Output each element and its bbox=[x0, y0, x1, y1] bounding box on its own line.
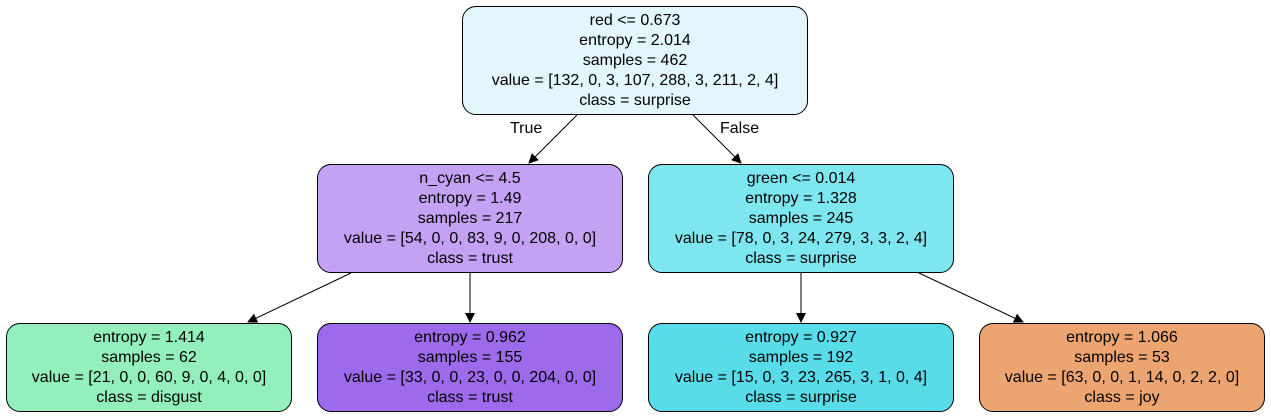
node-line: entropy = 1.49 bbox=[418, 189, 522, 207]
node-line: value = [63, 0, 0, 1, 14, 0, 2, 2, 0] bbox=[1004, 368, 1240, 386]
node-line: entropy = 1.328 bbox=[745, 189, 857, 207]
tree-node-n2: green <= 0.014 entropy = 1.328 samples = 2… bbox=[648, 164, 954, 273]
node-line: samples = 245 bbox=[748, 209, 854, 227]
edge-label-true: True bbox=[510, 120, 543, 137]
node-line: samples = 62 bbox=[101, 348, 197, 366]
tree-node-n0: red <= 0.673 entropy = 2.014 samples = 462… bbox=[462, 6, 808, 115]
node-line: entropy = 2.014 bbox=[579, 31, 691, 49]
node-line: class = surprise bbox=[579, 91, 691, 109]
tree-node-n1: n_cyan <= 4.5 entropy = 1.49 samples = 217… bbox=[317, 164, 623, 273]
edge-n2-n6 bbox=[918, 272, 1024, 323]
edge-n0-n1 bbox=[528, 114, 578, 164]
node-line: class = disgust bbox=[96, 388, 202, 406]
node-line: entropy = 1.414 bbox=[93, 328, 205, 346]
node-line: class = surprise bbox=[745, 388, 857, 406]
tree-node-n3: entropy = 1.414 samples = 62 value = [21, … bbox=[6, 323, 292, 412]
edge-label-false: False bbox=[720, 120, 760, 137]
node-line: class = joy bbox=[1084, 388, 1160, 406]
node-line: entropy = 0.927 bbox=[745, 328, 857, 346]
node-line: value = [15, 0, 3, 23, 265, 3, 1, 0, 4] bbox=[674, 368, 928, 386]
edge-n0-n2 bbox=[692, 114, 742, 164]
node-line: class = trust bbox=[427, 388, 513, 406]
node-line: value = [33, 0, 0, 23, 0, 0, 204, 0, 0] bbox=[343, 368, 597, 386]
node-line: value = [54, 0, 0, 83, 9, 0, 208, 0, 0] bbox=[343, 229, 597, 247]
node-line: entropy = 0.962 bbox=[414, 328, 526, 346]
node-line: green <= 0.014 bbox=[746, 169, 856, 187]
node-line: samples = 217 bbox=[417, 209, 523, 227]
tree-node-n4: entropy = 0.962 samples = 155 value = [33,… bbox=[317, 323, 623, 412]
node-line: samples = 462 bbox=[582, 51, 688, 69]
edge-n1-n3 bbox=[247, 272, 352, 323]
tree-node-n5: entropy = 0.927 samples = 192 value = [15,… bbox=[648, 323, 954, 412]
node-line: n_cyan <= 4.5 bbox=[419, 169, 521, 187]
node-line: samples = 192 bbox=[748, 348, 854, 366]
node-line: value = [132, 0, 3, 107, 288, 3, 211, 2,… bbox=[491, 71, 779, 89]
node-line: samples = 53 bbox=[1074, 348, 1170, 366]
node-line: samples = 155 bbox=[417, 348, 523, 366]
tree-node-n6: entropy = 1.066 samples = 53 value = [63, … bbox=[979, 323, 1265, 412]
node-line: entropy = 1.066 bbox=[1066, 328, 1178, 346]
node-line: class = trust bbox=[427, 249, 513, 267]
node-line: value = [21, 0, 0, 60, 9, 0, 4, 0, 0] bbox=[31, 368, 267, 386]
node-line: red <= 0.673 bbox=[589, 11, 681, 29]
node-line: value = [78, 0, 3, 24, 279, 3, 3, 2, 4] bbox=[674, 229, 928, 247]
node-line: class = surprise bbox=[745, 249, 857, 267]
